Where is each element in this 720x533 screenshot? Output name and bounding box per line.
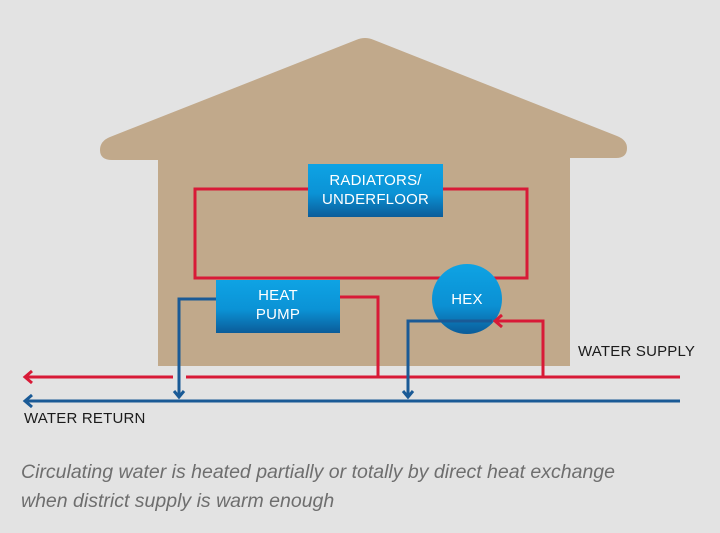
heat-pump-return-arrow-icon: [172, 390, 186, 400]
water-return-arrow-icon: [22, 393, 33, 409]
heat-pump-box: [216, 280, 340, 333]
heat-pump-return-pipe: [177, 297, 216, 397]
water-return-label: WATER RETURN: [24, 410, 146, 427]
water-supply-arrow-icon: [22, 369, 33, 385]
water-supply-label: WATER SUPPLY: [578, 343, 696, 360]
radiators-label-line1: RADIATORS/: [329, 172, 422, 189]
caption-line1: Circulating water is heated partially or…: [21, 461, 615, 483]
radiators-label: RADIATORS/ UNDERFLOOR: [308, 171, 443, 209]
heat-pump-supply-pipe: [340, 295, 380, 377]
radiators-box: [308, 164, 443, 217]
heat-pump-label-line1: HEAT: [258, 287, 298, 304]
radiators-label-line2: UNDERFLOOR: [321, 191, 429, 208]
hex-circle: [432, 264, 502, 334]
heat-pump-label: HEAT PUMP: [216, 286, 340, 324]
caption-line2: when district supply is warm enough: [21, 490, 335, 512]
hex-return-arrow-icon: [401, 390, 415, 400]
hex-return-pipe: [406, 319, 492, 397]
caption: Circulating water is heated partially or…: [21, 458, 711, 516]
heat-pump-label-line2: PUMP: [255, 306, 301, 323]
hex-supply-pipe: [496, 319, 545, 377]
hex-supply-arrow-icon: [492, 313, 503, 329]
hex-label: HEX: [451, 291, 483, 308]
radiator-loop-pipe: [193, 187, 529, 280]
